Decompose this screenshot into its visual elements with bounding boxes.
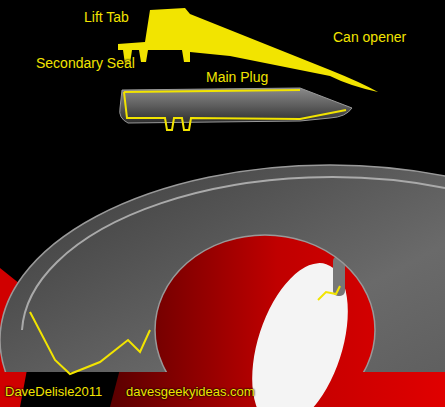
part-name: Main Plug [206, 69, 268, 85]
rim-section-outline [30, 312, 150, 374]
lid-section-outline [124, 90, 346, 130]
part-name: Lift Tab [84, 9, 129, 25]
part-name: Can opener [333, 29, 406, 45]
lid-cross-section [118, 8, 378, 92]
cup-rim [0, 165, 445, 372]
rim-highlight [22, 177, 445, 330]
part-name: Secondary Seal [36, 55, 135, 71]
watermark: DaveDelisle2011 [5, 384, 102, 400]
rim-section-outline [318, 286, 340, 300]
watermark: davesgeekyideas.com [126, 384, 255, 400]
cup-stripe [234, 251, 366, 407]
